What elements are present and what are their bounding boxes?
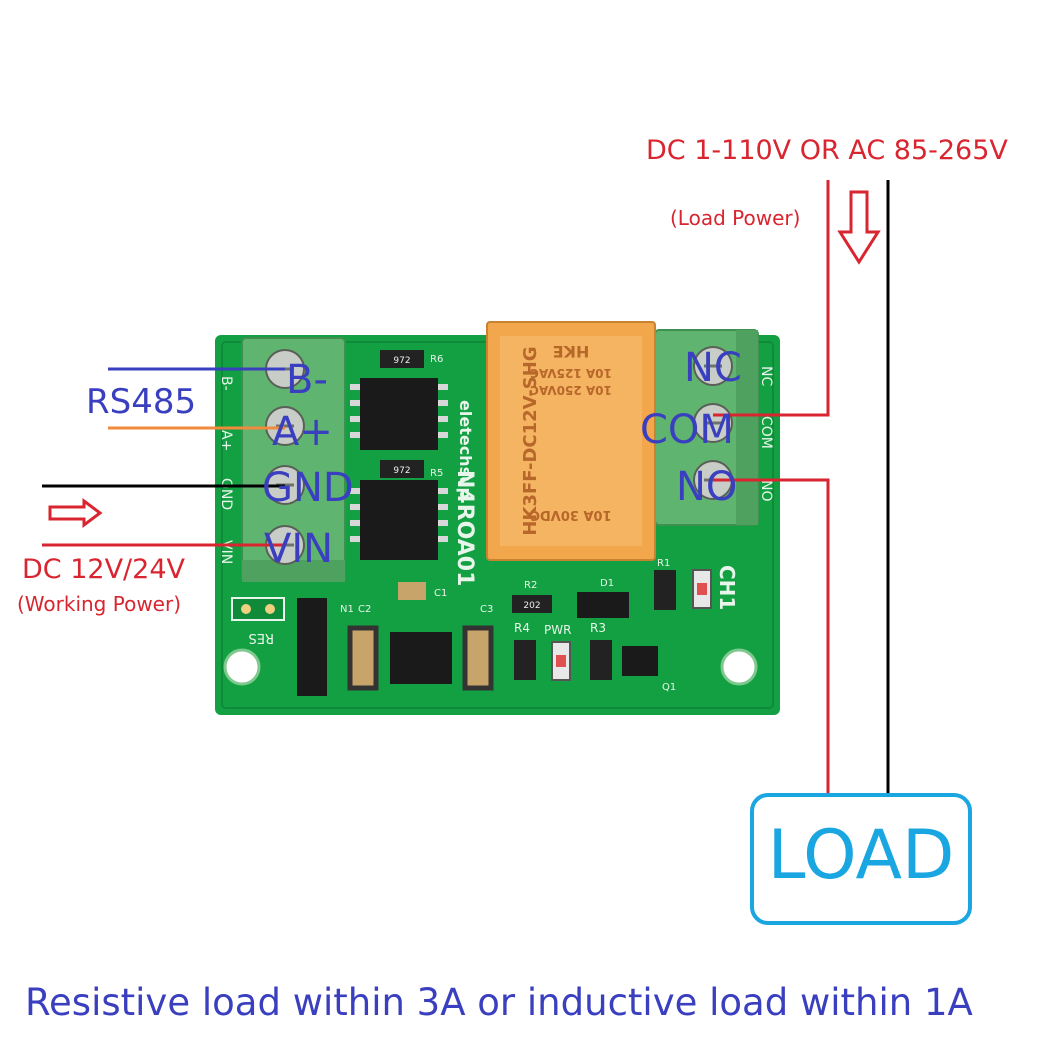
label-nc: NC <box>684 345 742 391</box>
relay-marking-3: 10A 250VAC <box>530 383 612 397</box>
channel-silk: CH1 <box>715 565 739 610</box>
load-box <box>750 793 972 925</box>
mounting-hole <box>720 648 758 686</box>
relay-marking-4: 10A 125VAC <box>530 366 612 380</box>
silk-ref: Q1 <box>662 682 676 693</box>
resistor-r1 <box>654 570 676 610</box>
mounting-hole <box>223 648 261 686</box>
resistor-r5 <box>380 460 424 478</box>
chip-mark: 202 <box>523 601 540 611</box>
wire-com <box>713 180 830 417</box>
right-terminal-block <box>654 329 759 526</box>
silk-ref: R2 <box>524 580 537 591</box>
voltage-regulator <box>390 632 452 684</box>
wire-no <box>713 478 830 795</box>
label-gnd: GND <box>262 465 354 511</box>
label-com: COM <box>640 407 734 453</box>
resistor-r3 <box>590 640 612 680</box>
silk-ref: R5 <box>430 468 443 479</box>
ic-chip <box>360 378 438 450</box>
relay-marking-1: 10A 30VDC <box>530 507 611 522</box>
silk-ref: R1 <box>657 558 670 569</box>
resistor-r2 <box>512 595 552 613</box>
silk-no: NO <box>758 480 774 502</box>
silk-pwr: PWR <box>544 623 571 637</box>
silk-ref: D1 <box>600 578 614 589</box>
load-voltage-label: DC 1-110V OR AC 85-265V <box>646 135 1008 166</box>
diode-d1 <box>577 592 629 618</box>
silk-a-plus: A+ <box>218 430 234 451</box>
model-silk: N4ROA01 <box>452 470 477 586</box>
silk-ref: C1 <box>434 588 447 599</box>
ic-chip <box>360 480 438 560</box>
capacitor-c1 <box>398 582 426 600</box>
relay-component: 10A 30VDC HK3FF-DC12V-SHG 10A 250VAC 10A… <box>486 321 656 561</box>
relay-marking-5: HKE <box>553 342 590 361</box>
wires <box>42 180 890 795</box>
transistor-q1 <box>622 646 658 676</box>
arrow-right-icon <box>48 498 103 528</box>
relay-marking-2: HK3FF-DC12V-SHG <box>520 346 541 535</box>
resistor-r6 <box>380 350 424 368</box>
label-a-plus: A+ <box>272 409 333 455</box>
working-voltage-label: DC 12V/24V <box>22 554 185 585</box>
capacitor-c3 <box>462 625 494 691</box>
label-no: NO <box>676 464 738 510</box>
capacitor-c2 <box>347 625 379 691</box>
silk-nc: NC <box>758 366 774 386</box>
label-vin: VIN <box>264 526 334 572</box>
silk-ref: R4 <box>514 621 530 635</box>
rs485-label: RS485 <box>86 382 197 422</box>
silk-res: RES <box>249 630 275 645</box>
silk-com: COM <box>758 416 774 449</box>
silk-gnd: GND <box>218 478 234 510</box>
load-power-label: (Load Power) <box>670 206 801 230</box>
brand-silk: eletechsup <box>456 400 475 499</box>
res-jumper <box>231 597 285 621</box>
resistor-r4 <box>514 640 536 680</box>
arrow-down-icon <box>837 190 881 265</box>
diode-n1 <box>297 598 327 696</box>
chip-mark: 972 <box>393 466 410 476</box>
chip-mark: 972 <box>393 356 410 366</box>
silk-ref: R3 <box>590 621 606 635</box>
relay-module-board: 10A 30VDC HK3FF-DC12V-SHG 10A 250VAC 10A… <box>215 321 780 715</box>
working-power-label: (Working Power) <box>17 592 182 616</box>
silk-b-minus: B- <box>218 376 234 391</box>
silk-ref: C2 <box>358 604 371 615</box>
silk-ref: C3 <box>480 604 493 615</box>
load-label: LOAD <box>767 816 955 895</box>
silk-ref: N1 <box>340 604 354 615</box>
footer-note: Resistive load within 3A or inductive lo… <box>25 981 973 1024</box>
silk-ref: R6 <box>430 354 443 365</box>
label-b-minus: B- <box>286 357 328 403</box>
